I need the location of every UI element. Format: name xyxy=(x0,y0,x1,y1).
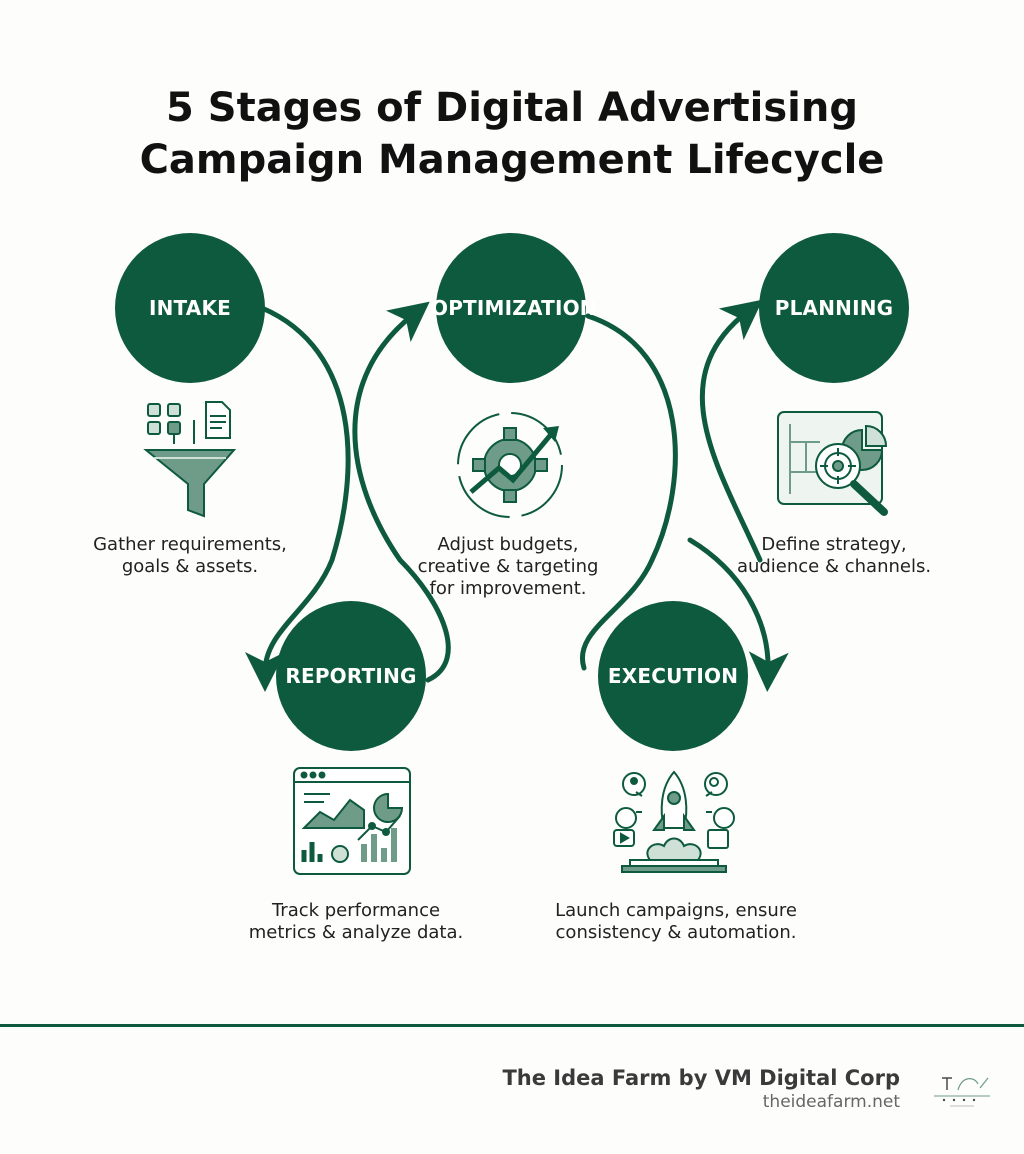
stage-description-optimization: Adjust budgets, creative & targeting for… xyxy=(378,534,638,600)
title-line-1: 5 Stages of Digital Advertising xyxy=(166,85,858,131)
flow-path-reporting-to-optimization xyxy=(352,301,451,683)
desc-line: Track performance xyxy=(271,900,441,921)
stage-description-intake: Gather requirements, goals & assets. xyxy=(60,534,320,578)
stage-circle-execution xyxy=(598,601,748,751)
stage-circle-optimization xyxy=(436,233,586,383)
desc-line: audience & channels. xyxy=(736,556,932,577)
flow-path-to-execution-right xyxy=(687,537,789,692)
analytics-dashboard-icon xyxy=(293,767,411,875)
stage-description-reporting: Track performance metrics & analyze data… xyxy=(226,900,486,944)
lifecycle-diagram xyxy=(115,233,909,875)
desc-line: Adjust budgets, xyxy=(437,534,579,555)
stage-label-execution: EXECUTION xyxy=(607,664,739,688)
stage-circle-reporting xyxy=(276,601,426,751)
stage-description-execution: Launch campaigns, ensure consistency & a… xyxy=(526,900,826,944)
blueprint-magnifier-icon xyxy=(777,411,888,516)
footer-brand: The Idea Farm by VM Digital Corp theidea… xyxy=(502,1066,900,1112)
stage-circle-intake xyxy=(115,233,265,383)
desc-line: metrics & analyze data. xyxy=(248,922,464,943)
funnel-icon xyxy=(143,401,237,518)
rocket-launch-icon xyxy=(613,770,735,873)
brand-name: The Idea Farm by VM Digital Corp xyxy=(502,1066,900,1090)
desc-line: Gather requirements, xyxy=(93,534,287,555)
idea-farm-logo-icon xyxy=(934,1077,990,1107)
stage-label-planning: PLANNING xyxy=(774,296,894,320)
title-line-2: Campaign Management Lifecycle xyxy=(139,137,885,183)
gear-arrow-icon xyxy=(457,412,563,518)
stage-label-optimization: OPTIMIZATION xyxy=(431,296,597,320)
flow-path-intake-to-reporting xyxy=(245,305,351,692)
stage-label-intake: INTAKE xyxy=(148,296,232,320)
brand-url: theideafarm.net xyxy=(762,1092,900,1112)
stage-circle-planning xyxy=(759,233,909,383)
stage-description-planning: Define strategy, audience & channels. xyxy=(704,534,964,578)
page-title: 5 Stages of Digital Advertising Campaign… xyxy=(0,82,1024,186)
desc-line: creative & targeting xyxy=(417,556,599,577)
footer-divider xyxy=(0,1024,1024,1027)
stage-label-reporting: REPORTING xyxy=(285,664,417,688)
flow-path-optimization-to-execution xyxy=(579,313,678,671)
desc-line: for improvement. xyxy=(429,578,587,599)
desc-line: consistency & automation. xyxy=(555,922,797,943)
desc-line: Launch campaigns, ensure xyxy=(555,900,797,921)
flow-path-execution-to-planning xyxy=(699,299,763,563)
desc-line: Define strategy, xyxy=(761,534,907,555)
desc-line: goals & assets. xyxy=(121,556,259,577)
